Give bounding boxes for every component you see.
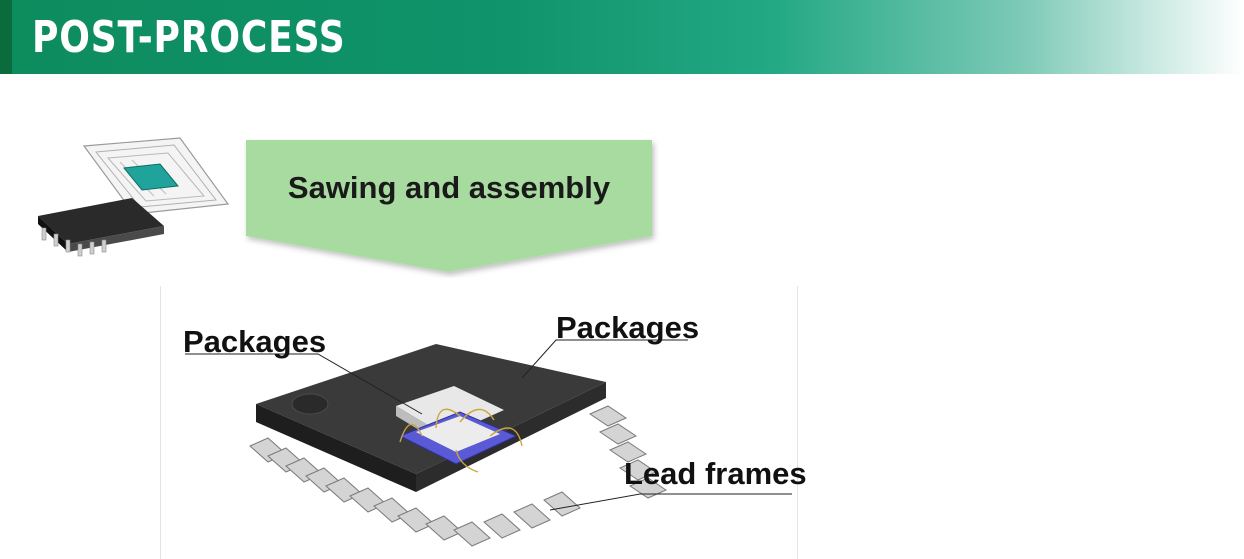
header-banner: POST-PROCESS <box>0 0 1244 74</box>
packages-label-right: Packages <box>556 310 700 345</box>
banner-accent-bar <box>0 0 12 74</box>
process-step-label: Sawing and assembly <box>287 170 611 205</box>
process-step-arrow <box>246 140 652 272</box>
package-cutaway-illustration <box>185 339 792 547</box>
bond-wires <box>399 408 523 473</box>
diagram-frame <box>160 286 798 559</box>
packages-label-left: Packages <box>183 324 327 359</box>
lead-frame-pins <box>249 437 581 547</box>
chip-on-leadframe-icon <box>38 137 230 257</box>
ic-package-icon <box>38 198 164 257</box>
page-title: POST-PROCESS <box>32 12 346 63</box>
lead-frames-label: Lead frames <box>624 456 807 491</box>
leadframe-plate-icon <box>82 137 230 215</box>
